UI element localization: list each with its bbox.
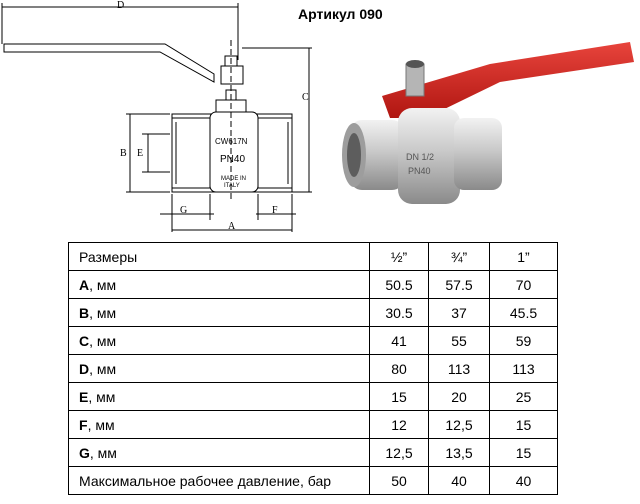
cell-c3: 113 xyxy=(489,354,558,383)
dim-label-e: E xyxy=(137,148,143,159)
photo-mark-line2: PN40 xyxy=(408,166,431,176)
row-label: C, мм xyxy=(68,326,370,355)
header-size-3: 1” xyxy=(489,242,558,271)
dim-label-a: A xyxy=(228,221,236,232)
photo-mark-line1: DN 1/2 xyxy=(406,152,434,162)
header-size-1: ½” xyxy=(369,242,429,271)
valve-technical-drawing: D C B E G F A CW617N PN40 MADE IN ITALY xyxy=(1,0,312,232)
row-letter: G xyxy=(79,444,90,461)
dim-label-b: B xyxy=(120,148,127,159)
dim-label-g: G xyxy=(180,205,187,216)
body-mark-pressure: PN40 xyxy=(220,154,245,165)
cell-c1: 30.5 xyxy=(369,298,429,327)
row-label: G, мм xyxy=(68,438,370,467)
pressure-value-1: 50 xyxy=(369,466,429,495)
cell-c3: 15 xyxy=(489,438,558,467)
row-unit: , мм xyxy=(89,304,117,321)
pressure-value-3: 40 xyxy=(489,466,558,495)
cell-c3: 45.5 xyxy=(489,298,558,327)
row-letter: D xyxy=(79,360,90,377)
row-label: F, мм xyxy=(68,410,370,439)
row-letter: C xyxy=(79,332,90,349)
cell-c3: 70 xyxy=(489,270,558,299)
cell-c2: 20 xyxy=(428,382,490,411)
table-header-row: Размеры ½” ¾” 1” xyxy=(68,242,558,271)
dim-label-d: D xyxy=(117,0,124,11)
pressure-row: Максимальное рабочее давление, бар 50 40… xyxy=(68,466,558,495)
row-label: A, мм xyxy=(68,270,370,299)
body-mark-origin-1: MADE IN xyxy=(221,176,246,182)
cell-c3: 25 xyxy=(489,382,558,411)
dim-label-f: F xyxy=(272,205,278,216)
cell-c2: 55 xyxy=(428,326,490,355)
pressure-label: Максимальное рабочее давление, бар xyxy=(68,466,370,495)
row-unit: , мм xyxy=(89,444,117,461)
cell-c3: 15 xyxy=(489,410,558,439)
row-unit: , мм xyxy=(88,388,116,405)
cell-c1: 15 xyxy=(369,382,429,411)
row-letter: F xyxy=(79,416,88,433)
row-unit: , мм xyxy=(89,276,117,293)
article-title: Артикул 090 xyxy=(298,6,383,22)
row-letter: B xyxy=(79,304,90,321)
cell-c2: 57.5 xyxy=(428,270,490,299)
row-letter: A xyxy=(79,276,90,293)
red-handle xyxy=(382,42,634,118)
row-unit: , мм xyxy=(89,360,117,377)
cell-c1: 12 xyxy=(369,410,429,439)
row-unit: , мм xyxy=(89,332,117,349)
cell-c2: 113 xyxy=(428,354,490,383)
row-unit: , мм xyxy=(87,416,115,433)
cell-c1: 80 xyxy=(369,354,429,383)
body-mark-model: CW617N xyxy=(215,137,248,146)
cell-c3: 59 xyxy=(489,326,558,355)
cell-c1: 12,5 xyxy=(369,438,429,467)
cell-c2: 37 xyxy=(428,298,490,327)
row-label: D, мм xyxy=(68,354,370,383)
pressure-value-2: 40 xyxy=(428,466,490,495)
header-label: Размеры xyxy=(68,242,370,271)
row-letter: E xyxy=(79,388,89,405)
cell-c1: 41 xyxy=(369,326,429,355)
cell-c1: 50.5 xyxy=(369,270,429,299)
row-label: E, мм xyxy=(68,382,370,411)
dim-label-c: C xyxy=(302,92,309,103)
cell-c2: 13,5 xyxy=(428,438,490,467)
valve-product-photo: DN 1/2 PN40 xyxy=(342,42,634,204)
row-label: B, мм xyxy=(68,298,370,327)
header-size-2: ¾” xyxy=(428,242,490,271)
body-mark-origin-2: ITALY xyxy=(224,183,240,189)
cell-c2: 12,5 xyxy=(428,410,490,439)
